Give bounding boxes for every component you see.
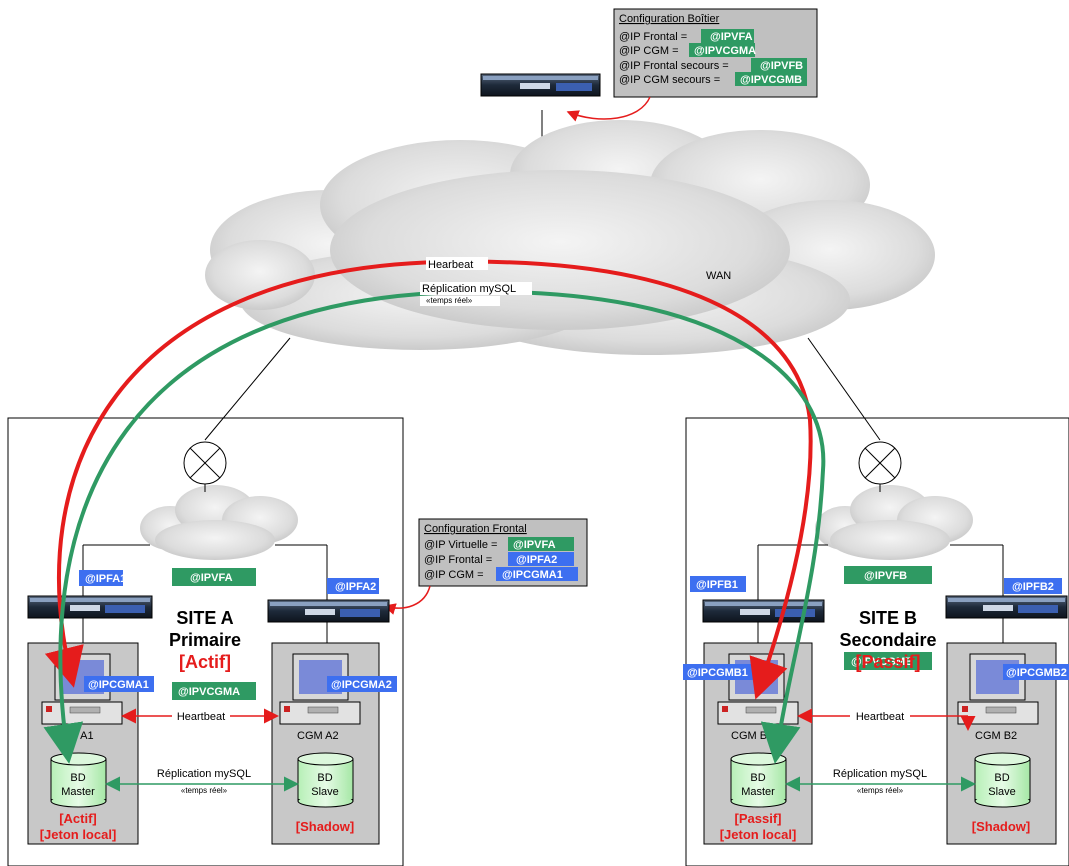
- ip-fa1-tag: [79, 570, 123, 586]
- ip-fa1-label: @IPFA1: [85, 573, 126, 585]
- ip-vfb-tag: [844, 566, 932, 584]
- site-b-db1-token: [Jeton local]: [720, 827, 797, 842]
- config-frontal-row-value: @IPCGMA1: [502, 569, 563, 581]
- ip-vfa-tag: [172, 568, 256, 586]
- ip-fb1-label: @IPFB1: [696, 579, 738, 591]
- ip-vcgmb-label: @IPVCGMB: [851, 656, 913, 668]
- site-b-role: Secondaire: [839, 630, 936, 650]
- db-master-b-label: Master: [741, 786, 775, 798]
- db-slave-b-icon: [974, 752, 1031, 808]
- ip-cgmb1-label: @IPCGMB1: [687, 667, 748, 679]
- config-frontal-title: Configuration Frontal: [424, 523, 527, 535]
- site-a-heartbeat-label: Heartbeat: [177, 711, 225, 723]
- ip-cgma2-label: @IPCGMA2: [331, 679, 392, 691]
- site-a-db2-state: [Shadow]: [296, 819, 355, 834]
- ip-fb2-tag: [1004, 578, 1062, 594]
- config-box-row-label: @IP CGM =: [619, 45, 679, 57]
- ip-fa2-tag: [327, 578, 379, 594]
- db-master-a-label: BD: [70, 772, 85, 784]
- wan-label: WAN: [706, 270, 731, 282]
- cgm-a1-label: CGM A1: [52, 730, 94, 742]
- db-slave-b-label: Slave: [988, 786, 1016, 798]
- cgm-b1-label: CGM B1: [731, 730, 773, 742]
- wan-cloud: [205, 120, 935, 355]
- wan-heartbeat-link: [44, 259, 813, 700]
- site-a-local-cloud: [140, 485, 298, 560]
- db-slave-b-label: BD: [994, 772, 1009, 784]
- config-frontal-panel: Configuration Frontal @IP Virtuelle = @I…: [418, 518, 588, 587]
- wan-heartbeat-label: Hearbeat: [428, 259, 473, 271]
- config-frontal-row-value: @IPVFA: [513, 539, 556, 551]
- site-a-replication-sub: «temps réel»: [181, 786, 228, 795]
- site-a-state: [Actif]: [179, 652, 231, 672]
- db-master-a-label: Master: [61, 786, 95, 798]
- config-frontal-row-label: @IP CGM =: [424, 569, 484, 581]
- wan-replication-label: Réplication mySQL: [422, 283, 516, 295]
- site-b-db1-state: [Passif]: [735, 811, 782, 826]
- cgm-b2-label: CGM B2: [975, 730, 1017, 742]
- ip-vfb-label: @IPVFB: [864, 570, 907, 582]
- db-slave-a-label: Slave: [311, 786, 339, 798]
- db-master-b-label: BD: [750, 772, 765, 784]
- site-a-role: Primaire: [169, 630, 241, 650]
- ip-cgmb2-tag: [1003, 664, 1069, 680]
- frontal-b2-appliance: [945, 595, 1068, 619]
- config-box-row-value: @IPVFB: [760, 60, 803, 72]
- site-a-db1-state: [Actif]: [59, 811, 97, 826]
- site-b-db2-state: [Shadow]: [972, 819, 1031, 834]
- frontal-b1-appliance: [702, 599, 825, 623]
- wan-replication-sub: «temps réel»: [426, 296, 473, 305]
- config-box-panel: Configuration Boîtier @IP Frontal = @IPV…: [613, 8, 818, 98]
- site-b-replication-sub: «temps réel»: [857, 786, 904, 795]
- site-b-state: [Passif]: [855, 652, 920, 672]
- db-slave-a-label: BD: [317, 772, 332, 784]
- router-icon: [858, 441, 902, 485]
- config-box-title: Configuration Boîtier: [619, 13, 720, 25]
- ip-cgma1-label: @IPCGMA1: [88, 679, 149, 691]
- ip-fb2-label: @IPFB2: [1012, 581, 1054, 593]
- wan-link-site-b: [807, 337, 881, 441]
- frontal-a1-appliance: [27, 595, 153, 619]
- site-b-local-cloud: [815, 485, 973, 560]
- config-box-row-value: @IPVCGMB: [740, 74, 802, 86]
- site-b-replication-label: Réplication mySQL: [833, 768, 927, 780]
- cgm-a2-label: CGM A2: [297, 730, 339, 742]
- config-frontal-row-value: @IPFA2: [516, 554, 557, 566]
- frontal-a2-appliance: [267, 599, 390, 623]
- ip-fa2-label: @IPFA2: [335, 581, 376, 593]
- config-box-row-label: @IP CGM secours =: [619, 74, 720, 86]
- config-frontal-row-label: @IP Virtuelle =: [424, 539, 497, 551]
- config-box-row-label: @IP Frontal secours =: [619, 60, 729, 72]
- config-frontal-row-label: @IP Frontal =: [424, 554, 492, 566]
- site-a-replication-label: Réplication mySQL: [157, 768, 251, 780]
- config-box-row-label: @IP Frontal =: [619, 31, 687, 43]
- ip-fb1-tag: [690, 576, 746, 592]
- site-b-heartbeat-label: Heartbeat: [856, 711, 904, 723]
- config-box-row-value: @IPVCGMA: [694, 45, 756, 57]
- cgm-b2-computer-icon: [957, 653, 1039, 725]
- ip-vcgmb-tag: [844, 652, 932, 670]
- wan-link-site-a: [204, 337, 291, 441]
- ip-vcgma-label: @IPVCGMA: [178, 686, 240, 698]
- ip-vfa-label: @IPVFA: [190, 572, 233, 584]
- config-box-row-value: @IPVFA: [710, 31, 753, 43]
- config-box-arrow: [566, 96, 651, 122]
- appliance-box: [480, 73, 601, 97]
- site-b-title: SITE B: [859, 608, 917, 628]
- wan-replication-link: [43, 289, 826, 764]
- config-frontal-arrow: [383, 585, 431, 615]
- router-icon: [183, 441, 227, 485]
- ip-cgmb2-label: @IPCGMB2: [1006, 667, 1067, 679]
- site-a-title: SITE A: [176, 608, 233, 628]
- site-a-db1-token: [Jeton local]: [40, 827, 117, 842]
